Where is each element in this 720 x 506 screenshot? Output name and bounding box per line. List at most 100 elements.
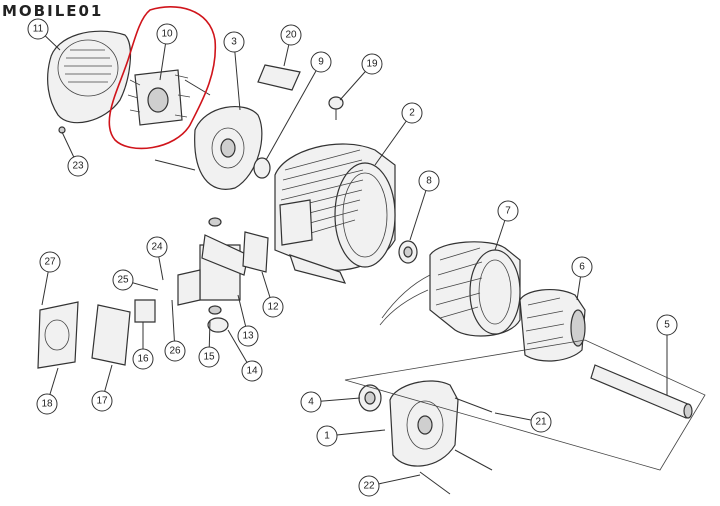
part-shaft [590, 364, 693, 419]
callout-label: 14 [246, 366, 258, 377]
callout-label: 4 [308, 397, 314, 408]
callout-circle [262, 296, 284, 318]
callout-label: 7 [505, 206, 511, 217]
callout-24: 24 [146, 236, 168, 281]
callout-12: 12 [261, 271, 284, 318]
callout-2: 2 [374, 102, 423, 166]
callout-circle [530, 411, 552, 433]
callout-21: 21 [494, 411, 552, 433]
callout-circle [198, 346, 220, 368]
callout-label: 24 [151, 242, 163, 253]
callout-label: 1 [324, 431, 330, 442]
callout-11: 11 [27, 18, 61, 51]
part-lifting-eye [328, 96, 344, 120]
part-terminal-box [37, 217, 269, 369]
callout-label: 3 [231, 37, 237, 48]
callout-circle [132, 348, 154, 370]
part-fan [127, 69, 191, 126]
part-stator [379, 241, 521, 337]
callout-label: 5 [664, 320, 670, 331]
callout-circle [112, 269, 134, 291]
callout-label: 21 [535, 417, 547, 428]
callout-circle [146, 236, 168, 258]
callout-leader [374, 112, 413, 166]
callout-layer: 11 10 3 20 9 19 2 23 8 7 24 27 25 6 12 16 26 15 13 14 5 18 17 4… [27, 18, 678, 497]
callout-label: 2 [409, 108, 415, 119]
callout-20: 20 [280, 24, 302, 67]
callout-18: 18 [36, 367, 59, 415]
callout-label: 17 [96, 396, 108, 407]
callout-16: 16 [132, 322, 154, 370]
callout-label: 13 [242, 331, 254, 342]
callout-circle [571, 256, 593, 278]
callout-3: 3 [223, 31, 245, 111]
callout-26: 26 [164, 299, 186, 362]
callout-8: 8 [409, 170, 440, 241]
callout-15: 15 [198, 319, 220, 368]
callout-label: 19 [366, 59, 378, 70]
callout-10: 10 [156, 23, 178, 81]
callout-23: 23 [61, 131, 89, 177]
callout-25: 25 [112, 269, 159, 291]
part-nameplate [257, 64, 301, 91]
part-bearing [398, 240, 418, 264]
part-fan-cover [47, 30, 131, 134]
callout-9: 9 [265, 51, 332, 161]
callout-label: 22 [363, 481, 375, 492]
callout-circle [361, 53, 383, 75]
site-logo: MOBILE01 [2, 2, 104, 20]
part-front-assembly [344, 339, 706, 495]
fan-highlight [108, 6, 217, 150]
callout-13: 13 [237, 294, 259, 347]
callout-circle [497, 200, 519, 222]
callout-27: 27 [39, 251, 61, 306]
callout-label: 25 [117, 275, 129, 286]
callout-label: 26 [169, 346, 181, 357]
part-motor-frame [274, 143, 396, 284]
callout-label: 12 [267, 302, 279, 313]
callout-label: 6 [579, 262, 585, 273]
callout-label: 20 [285, 30, 297, 41]
callout-circle [310, 51, 332, 73]
callout-circle [156, 23, 178, 45]
callout-circle [656, 314, 678, 336]
callout-5: 5 [656, 314, 678, 395]
callout-circle [280, 24, 302, 46]
callout-22: 22 [358, 474, 421, 497]
callout-circle [67, 155, 89, 177]
callout-1: 1 [316, 425, 386, 447]
callout-label: 8 [426, 176, 432, 187]
callout-circle [164, 340, 186, 362]
callout-circle [237, 325, 259, 347]
callout-circle [358, 475, 380, 497]
callout-label: 10 [161, 29, 173, 40]
callout-label: 16 [137, 354, 149, 365]
callout-circle [91, 390, 113, 412]
part-seal [253, 157, 271, 179]
callout-label: 15 [203, 352, 215, 363]
callout-circle [418, 170, 440, 192]
callout-circle [39, 251, 61, 273]
callout-circle [241, 360, 263, 382]
callout-circle [223, 31, 245, 53]
callout-circle [316, 425, 338, 447]
callout-leader [233, 41, 241, 111]
callout-6: 6 [571, 256, 593, 301]
callout-label: 9 [318, 57, 324, 68]
callout-4: 4 [300, 391, 361, 413]
callout-label: 18 [41, 399, 53, 410]
callout-label: 23 [72, 161, 84, 172]
callout-label: 27 [44, 257, 56, 268]
callout-14: 14 [227, 329, 263, 382]
callout-7: 7 [494, 200, 519, 251]
callout-circle [401, 102, 423, 124]
callout-circle [300, 391, 322, 413]
callout-17: 17 [91, 364, 113, 412]
callout-label: 11 [33, 24, 44, 35]
callout-circle [36, 393, 58, 415]
part-rotor [519, 288, 586, 362]
callout-19: 19 [339, 53, 383, 101]
callout-circle [27, 18, 49, 40]
